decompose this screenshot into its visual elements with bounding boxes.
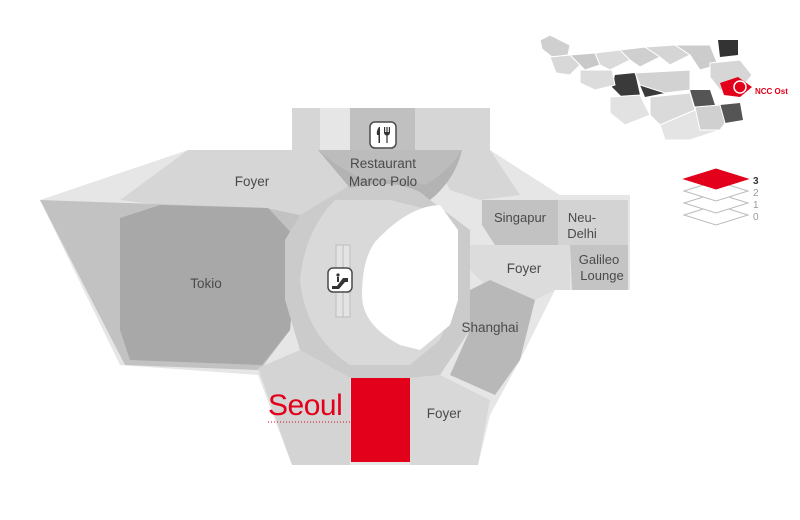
level-label-2[interactable]: 2	[753, 188, 759, 199]
label-restaurant-line2: Marco Polo	[349, 174, 417, 189]
overview-minimap[interactable]: NCC Ost	[539, 34, 788, 141]
level-label-1[interactable]: 1	[753, 200, 759, 211]
label-foyer-top: Foyer	[235, 174, 270, 189]
label-foyer-bottom: Foyer	[427, 406, 462, 421]
room-shanghai[interactable]	[450, 280, 535, 395]
minimap-highlight-ncc-ost	[720, 77, 752, 97]
room-seoul[interactable]	[351, 378, 410, 462]
level-label-0[interactable]: 0	[753, 212, 759, 223]
label-foyer-right: Foyer	[507, 261, 542, 276]
label-singapur: Singapur	[494, 210, 547, 225]
room-foyer-top[interactable]	[120, 108, 350, 215]
label-neu-delhi-line1: Neu-	[568, 210, 596, 225]
label-shanghai: Shanghai	[461, 320, 518, 335]
label-galileo-line1: Galileo	[579, 252, 619, 267]
level-label-3[interactable]: 3	[753, 176, 759, 187]
label-tokio: Tokio	[190, 276, 222, 291]
level-3-plane[interactable]	[682, 168, 750, 190]
room-singapur[interactable]	[482, 200, 558, 245]
label-neu-delhi-line2: Delhi	[567, 226, 597, 241]
restaurant-icon	[369, 121, 397, 149]
label-restaurant-line1: Restaurant	[350, 156, 416, 171]
room-tokio-inner	[120, 205, 298, 365]
room-galileo-lounge[interactable]	[570, 245, 628, 290]
minimap-label: NCC Ost	[755, 87, 788, 96]
room-foyer-bottom[interactable]	[410, 375, 490, 465]
central-hall	[285, 150, 470, 378]
label-galileo-line2: Lounge	[580, 268, 623, 283]
room-foyer-top-right[interactable]	[415, 108, 520, 200]
room-neu-delhi[interactable]	[558, 200, 628, 245]
room-foyer-bottom-left[interactable]	[258, 350, 350, 465]
escalator-icon	[327, 267, 353, 293]
label-seoul: Seoul	[268, 389, 342, 422]
level-selector[interactable]: 3 2 1 0	[682, 168, 759, 226]
